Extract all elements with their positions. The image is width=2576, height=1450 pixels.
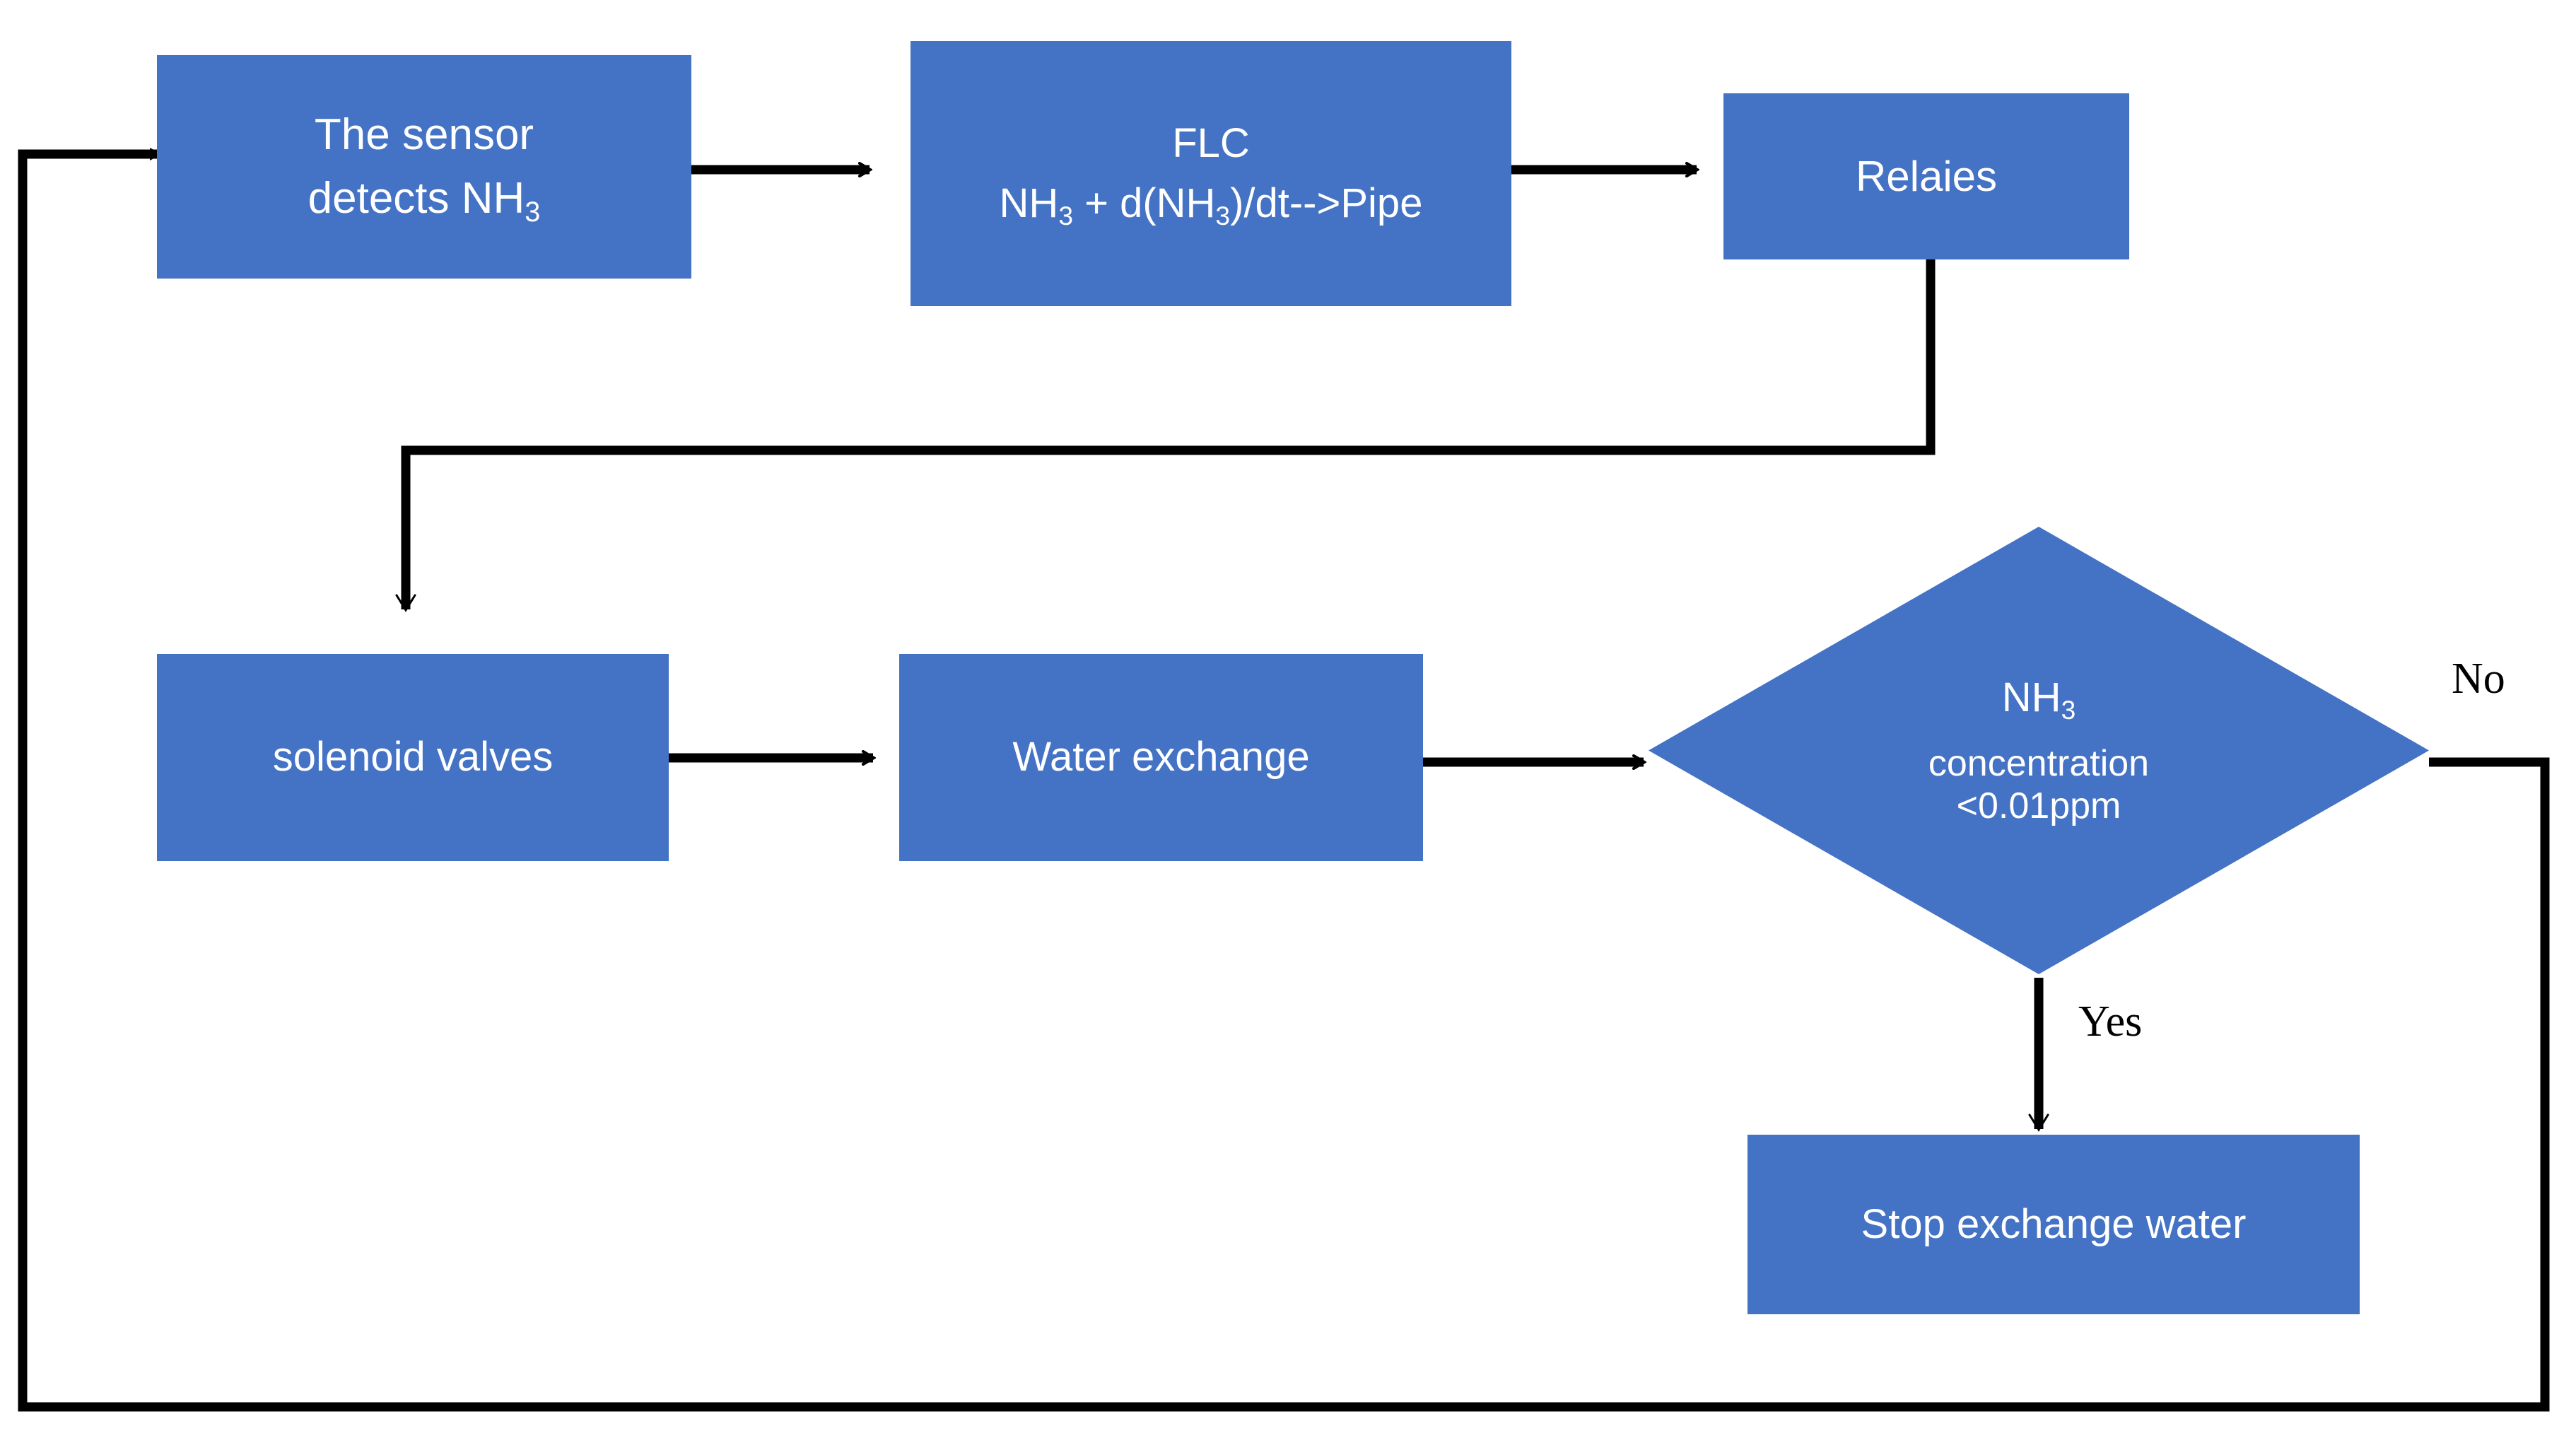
node-solenoid-label: solenoid valves (272, 734, 554, 780)
node-flc-line1: FLC (1172, 120, 1250, 167)
node-sensor-line1: The sensor (314, 110, 534, 160)
node-solenoid-valves[interactable]: solenoid valves (157, 654, 669, 861)
diamond-shape (1649, 527, 2429, 974)
node-stop-label: Stop exchange water (1861, 1200, 2247, 1247)
node-stop-exchange-water[interactable]: Stop exchange water (1747, 1135, 2360, 1314)
node-relaies-label: Relaies (1855, 153, 1998, 200)
edge-label-no: No (2452, 655, 2505, 703)
node-sensor[interactable]: The sensor detects NH3 (157, 55, 691, 279)
edge-label-yes: Yes (2078, 998, 2143, 1046)
node-water-label: Water exchange (1012, 734, 1310, 780)
node-flc[interactable]: FLC NH3 + d(NH3)/dt-->Pipe (911, 41, 1511, 306)
node-water-exchange[interactable]: Water exchange (899, 654, 1423, 861)
node-decision-nh3-concentration[interactable]: NH3 concentration <0.01ppm (1649, 527, 2429, 974)
node-flc-line2: NH3 + d(NH3)/dt-->Pipe (999, 180, 1423, 230)
node-relaies[interactable]: Relaies (1723, 93, 2129, 259)
node-sensor-line2: detects NH3 (308, 174, 541, 228)
